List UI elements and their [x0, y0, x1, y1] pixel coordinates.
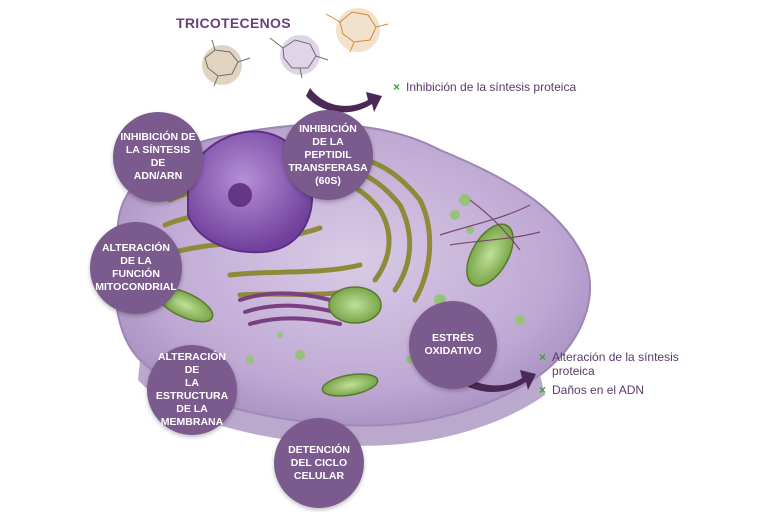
- circle-label: ALTERACIÓN DE LA FUNCIÓN MITOCONDRIAL: [95, 242, 177, 293]
- circle-label: INHIBICIÓN DE LA PEPTIDIL TRANSFERASA (6…: [288, 122, 368, 187]
- circle-oxidative-stress: ESTRÉS OXIDATIVO: [409, 301, 497, 389]
- circle-label: ESTRÉS OXIDATIVO: [424, 332, 482, 357]
- circle-peptidil-inhibition: INHIBICIÓN DE LA PEPTIDIL TRANSFERASA (6…: [283, 110, 373, 200]
- tricothecene-molecule: [202, 8, 389, 87]
- mitochondrion: [321, 373, 379, 397]
- cytoskeleton: [439, 199, 541, 251]
- circle-adn-arn-inhibition: INHIBICIÓN DE LA SÍNTESIS DE ADN/ARN: [113, 112, 203, 202]
- effect-text: Alteración de la síntesis proteica: [552, 350, 679, 378]
- mitochondrion: [328, 286, 382, 324]
- effect-text: Inhibición de la síntesis proteica: [406, 80, 577, 94]
- diagram-title: TRICOTECENOS: [176, 15, 291, 31]
- x-mark-icon: ×: [393, 80, 401, 94]
- effect-right-2: × Daños en el ADN: [539, 383, 644, 397]
- effect-top: × Inhibición de la síntesis proteica: [393, 80, 576, 94]
- circle-cell-cycle-arrest: DETENCIÓN DEL CICLO CELULAR: [274, 418, 364, 508]
- arrow-top: [306, 88, 382, 113]
- golgi-apparatus: [238, 291, 342, 326]
- mitochondrion: [466, 223, 514, 287]
- circle-label: INHIBICIÓN DE LA SÍNTESIS DE ADN/ARN: [120, 131, 196, 182]
- circle-mitochondrial-alteration: ALTERACIÓN DE LA FUNCIÓN MITOCONDRIAL: [90, 222, 182, 314]
- circle-membrane-alteration: ALTERACIÓN DE LA ESTRUCTURA DE LA MEMBRA…: [147, 345, 237, 435]
- cell-cut-edge: [138, 360, 545, 446]
- nucleolus: [228, 183, 252, 207]
- x-mark-icon: ×: [539, 350, 547, 364]
- circle-label: DETENCIÓN DEL CICLO CELULAR: [288, 443, 350, 482]
- effect-right-1: × Alteración de la síntesis proteica: [539, 350, 679, 378]
- x-mark-icon: ×: [539, 383, 547, 397]
- effect-text: Daños en el ADN: [552, 383, 645, 397]
- arrow-right: [452, 368, 536, 393]
- circle-label: ALTERACIÓN DE LA ESTRUCTURA DE LA MEMBRA…: [155, 351, 229, 428]
